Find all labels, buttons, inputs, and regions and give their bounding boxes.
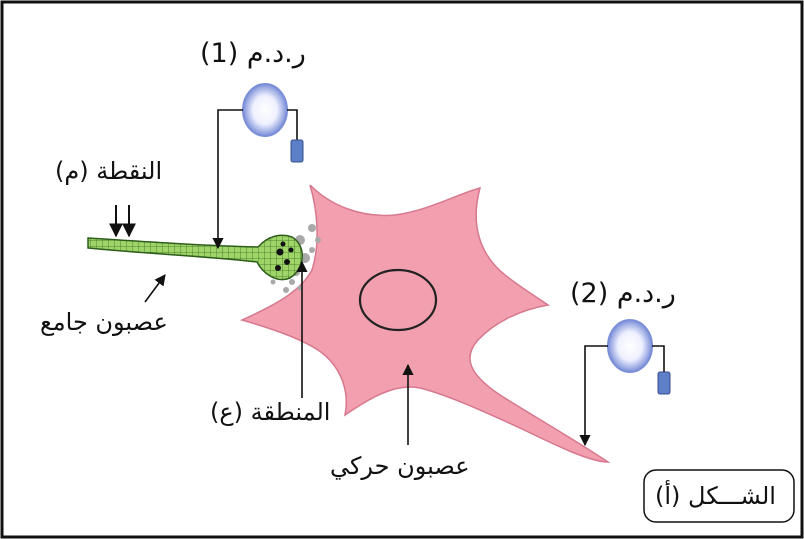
recorder-2-label: ر.د.م (2) xyxy=(570,278,676,309)
motor-neuron-body xyxy=(239,184,611,463)
point-label: النقطة (م) xyxy=(55,157,163,185)
recorder-1-label: ر.د.م (1) xyxy=(200,38,306,69)
sensory-axon xyxy=(87,234,303,281)
vesicles xyxy=(275,241,294,271)
figure-label-box xyxy=(643,469,795,523)
sensory-pointer xyxy=(144,274,166,303)
region-label: المنطقة (ع) xyxy=(210,398,331,426)
electrode-1 xyxy=(290,139,304,163)
stimulus-arrows xyxy=(109,205,136,238)
sensory-neuron-label: عصبون جامع xyxy=(40,308,168,336)
figure-label: الشـــكل (أ) xyxy=(655,482,776,510)
electrode-2 xyxy=(657,371,671,395)
nucleus xyxy=(358,268,438,332)
motor-neuron-label: عصبون حركي xyxy=(330,452,470,480)
recorder-2 xyxy=(579,319,671,447)
recorder-1 xyxy=(212,83,304,250)
